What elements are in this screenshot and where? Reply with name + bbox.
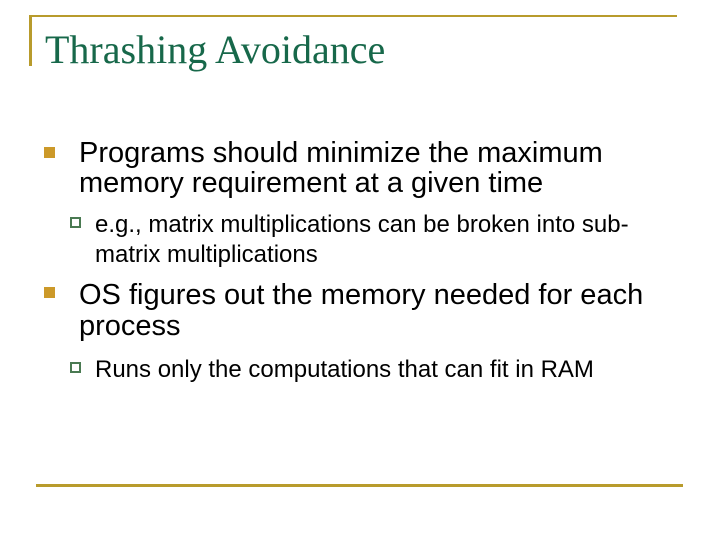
- sub-bullet-square-icon: [70, 217, 81, 228]
- sub-bullet-square-icon: [70, 362, 81, 373]
- title-left-rule: [29, 15, 32, 66]
- bullet-square-icon: [44, 287, 55, 298]
- bullet-text: Programs should minimize the maximum mem…: [79, 137, 603, 199]
- sub-bullet-text: Runs only the computations that can fit …: [95, 356, 594, 383]
- bullet-square-icon: [44, 147, 55, 158]
- sub-bullet-text: e.g., matrix multiplications can be brok…: [95, 211, 629, 268]
- footer-rule: [36, 484, 683, 487]
- title-top-rule: [30, 15, 677, 17]
- bullet-text: OS figures out the memory needed for eac…: [79, 279, 644, 342]
- slide-title: Thrashing Avoidance: [45, 27, 386, 72]
